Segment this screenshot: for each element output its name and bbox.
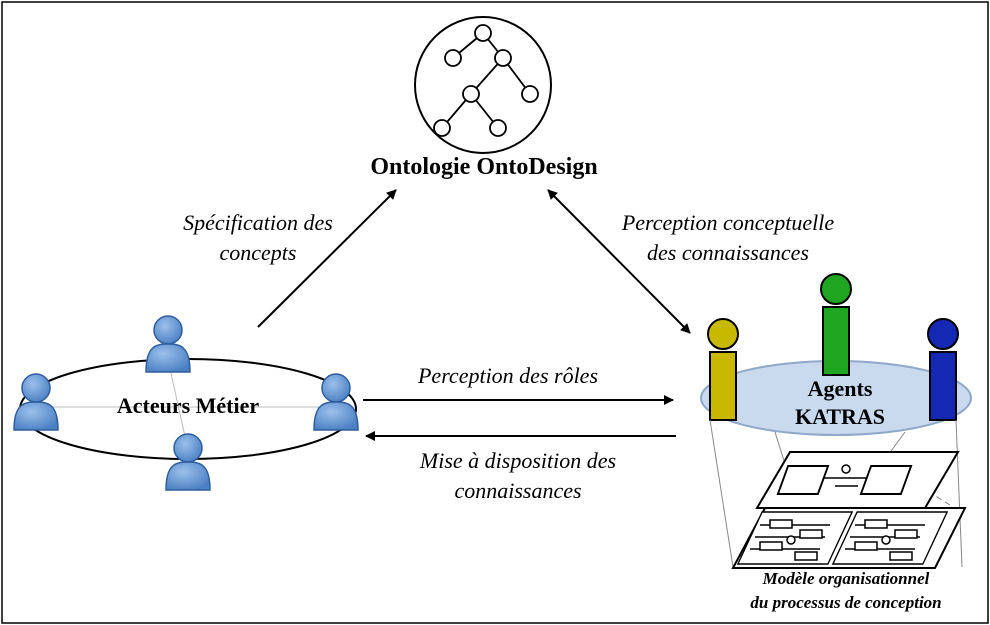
agent-blue-icon	[927, 318, 959, 421]
person-icon	[13, 373, 59, 431]
actors-group: Acteurs Métier	[13, 315, 359, 491]
arrow-specification	[257, 189, 397, 328]
org-model-label-line2: du processus de conception	[750, 593, 941, 612]
label-provision-line2: connaissances	[454, 478, 581, 503]
label-role-perception: Perception des rôles	[417, 363, 598, 388]
label-specification-line2: concepts	[220, 240, 297, 265]
arrows	[257, 189, 691, 441]
agent-yellow-icon	[707, 318, 739, 421]
person-icon	[145, 315, 191, 373]
actors-label: Acteurs Métier	[117, 393, 260, 418]
person-icon	[165, 433, 211, 491]
agents-label-line2: KATRAS	[795, 404, 885, 429]
agents-label-line1: Agents	[808, 376, 873, 401]
org-model-icon	[731, 451, 967, 569]
agents-group: Agents KATRAS	[700, 273, 972, 436]
arrow-conceptual-perception	[547, 189, 691, 334]
ontology-tree-icon	[414, 16, 552, 154]
label-specification-line1: Spécification des	[183, 210, 333, 235]
label-conceptual-line1: Perception conceptuelle	[621, 210, 835, 235]
label-provision-line1: Mise à disposition des	[419, 448, 616, 473]
label-conceptual-line2: des connaissances	[647, 240, 809, 265]
agent-green-icon	[820, 273, 852, 376]
person-icon	[313, 373, 359, 431]
ontology-title: Ontologie OntoDesign	[370, 154, 597, 180]
org-model-label-line1: Modèle organisationnel	[762, 569, 930, 588]
